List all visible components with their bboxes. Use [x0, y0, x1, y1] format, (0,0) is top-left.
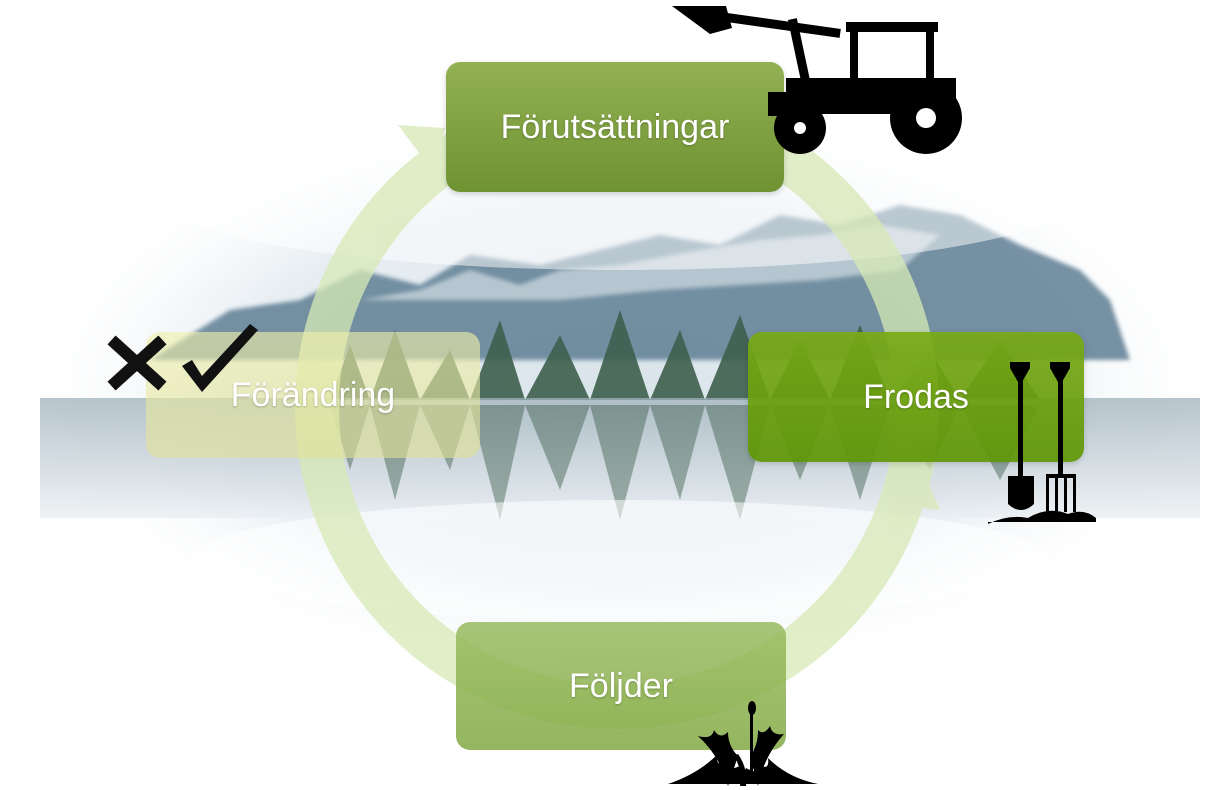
step-label-bottom: Följder	[569, 666, 673, 705]
cross-and-checkmark-icon	[107, 324, 258, 392]
step-label-right: Frodas	[863, 377, 969, 416]
spade-and-fork-icon	[988, 362, 1096, 524]
step-box-right: Frodas	[748, 332, 1084, 462]
step-label-left: Förändring	[230, 375, 396, 414]
dandelion-weed-icon	[668, 701, 818, 786]
step-box-bottom: Följder	[456, 622, 786, 750]
tractor-icon	[672, 6, 962, 154]
step-label-top: Förutsättningar	[500, 107, 730, 146]
step-box-left: Förändring	[146, 332, 480, 458]
step-box-top: Förutsättningar	[446, 62, 784, 192]
